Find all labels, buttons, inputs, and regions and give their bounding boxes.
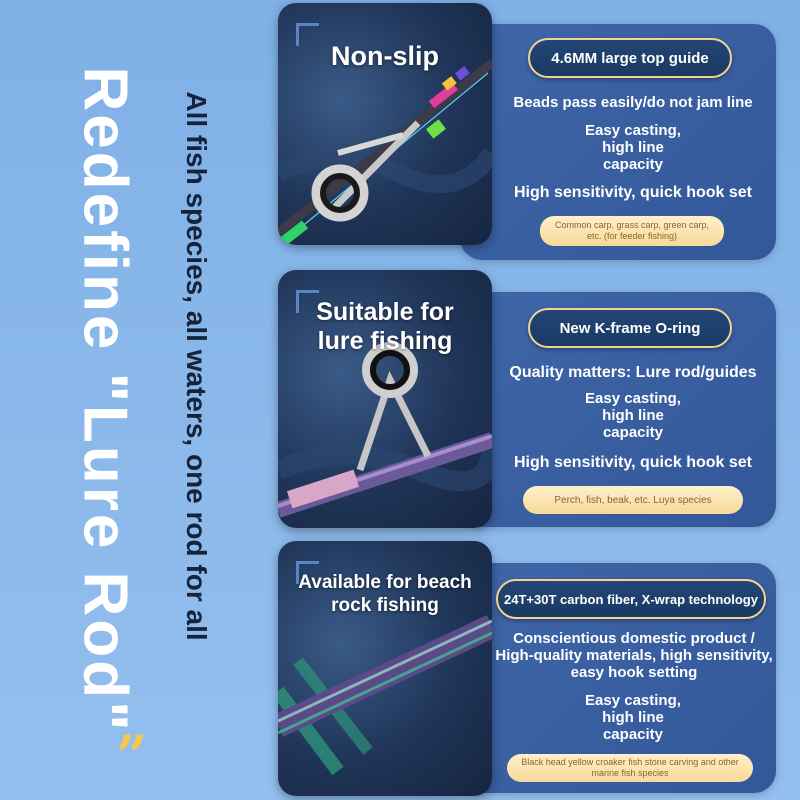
photo-card-3: Available for beach rock fishing <box>278 541 492 796</box>
feature-line-3b: Easy casting, high line capacity <box>585 692 681 743</box>
corner-bracket <box>296 561 319 584</box>
photo-label-2: Suitable for lure fishing <box>316 298 454 355</box>
species-tag-1: Common carp, grass carp, green carp, etc… <box>540 216 724 246</box>
feature-pill-3: 24T+30T carbon fiber, X-wrap technology <box>496 579 766 619</box>
rod-guide-illustration-2 <box>278 342 492 518</box>
rod-blank-illustration-3 <box>278 615 492 776</box>
feature-line-1a: Beads pass easily/do not jam line <box>513 94 753 111</box>
feature-line-2b: Easy casting, high line capacity <box>585 390 681 441</box>
subheadline: All fish species, all waters, one rod fo… <box>181 91 212 641</box>
corner-bracket <box>296 290 319 313</box>
feature-pill-1: 4.6MM large top guide <box>528 38 732 78</box>
photo-label-1: Non-slip <box>331 41 439 71</box>
feature-line-1b: Easy casting, high line capacity <box>585 122 681 173</box>
feature-line-2a: Quality matters: Lure rod/guides <box>509 364 757 381</box>
photo-card-2: Suitable for lure fishing <box>278 270 492 528</box>
photo-card-1: Non-slip <box>278 3 492 245</box>
feature-pill-2: New K-frame O-ring <box>528 308 732 348</box>
species-tag-2: Perch, fish, beak, etc. Luya species <box>523 486 743 514</box>
species-tag-3: Black head yellow croaker fish stone car… <box>507 754 753 782</box>
photo-label-3: Available for beach rock fishing <box>298 572 472 616</box>
feature-line-3a: Conscientious domestic product / High-qu… <box>495 630 773 681</box>
feature-line-2c: High sensitivity, quick hook set <box>514 454 752 471</box>
corner-bracket <box>296 23 319 46</box>
quote-mark: ” <box>116 723 148 787</box>
feature-line-1c: High sensitivity, quick hook set <box>514 184 752 201</box>
rod-guide-illustration-1 <box>278 59 492 245</box>
headline: Redefine "Lure Rod" <box>70 66 140 734</box>
